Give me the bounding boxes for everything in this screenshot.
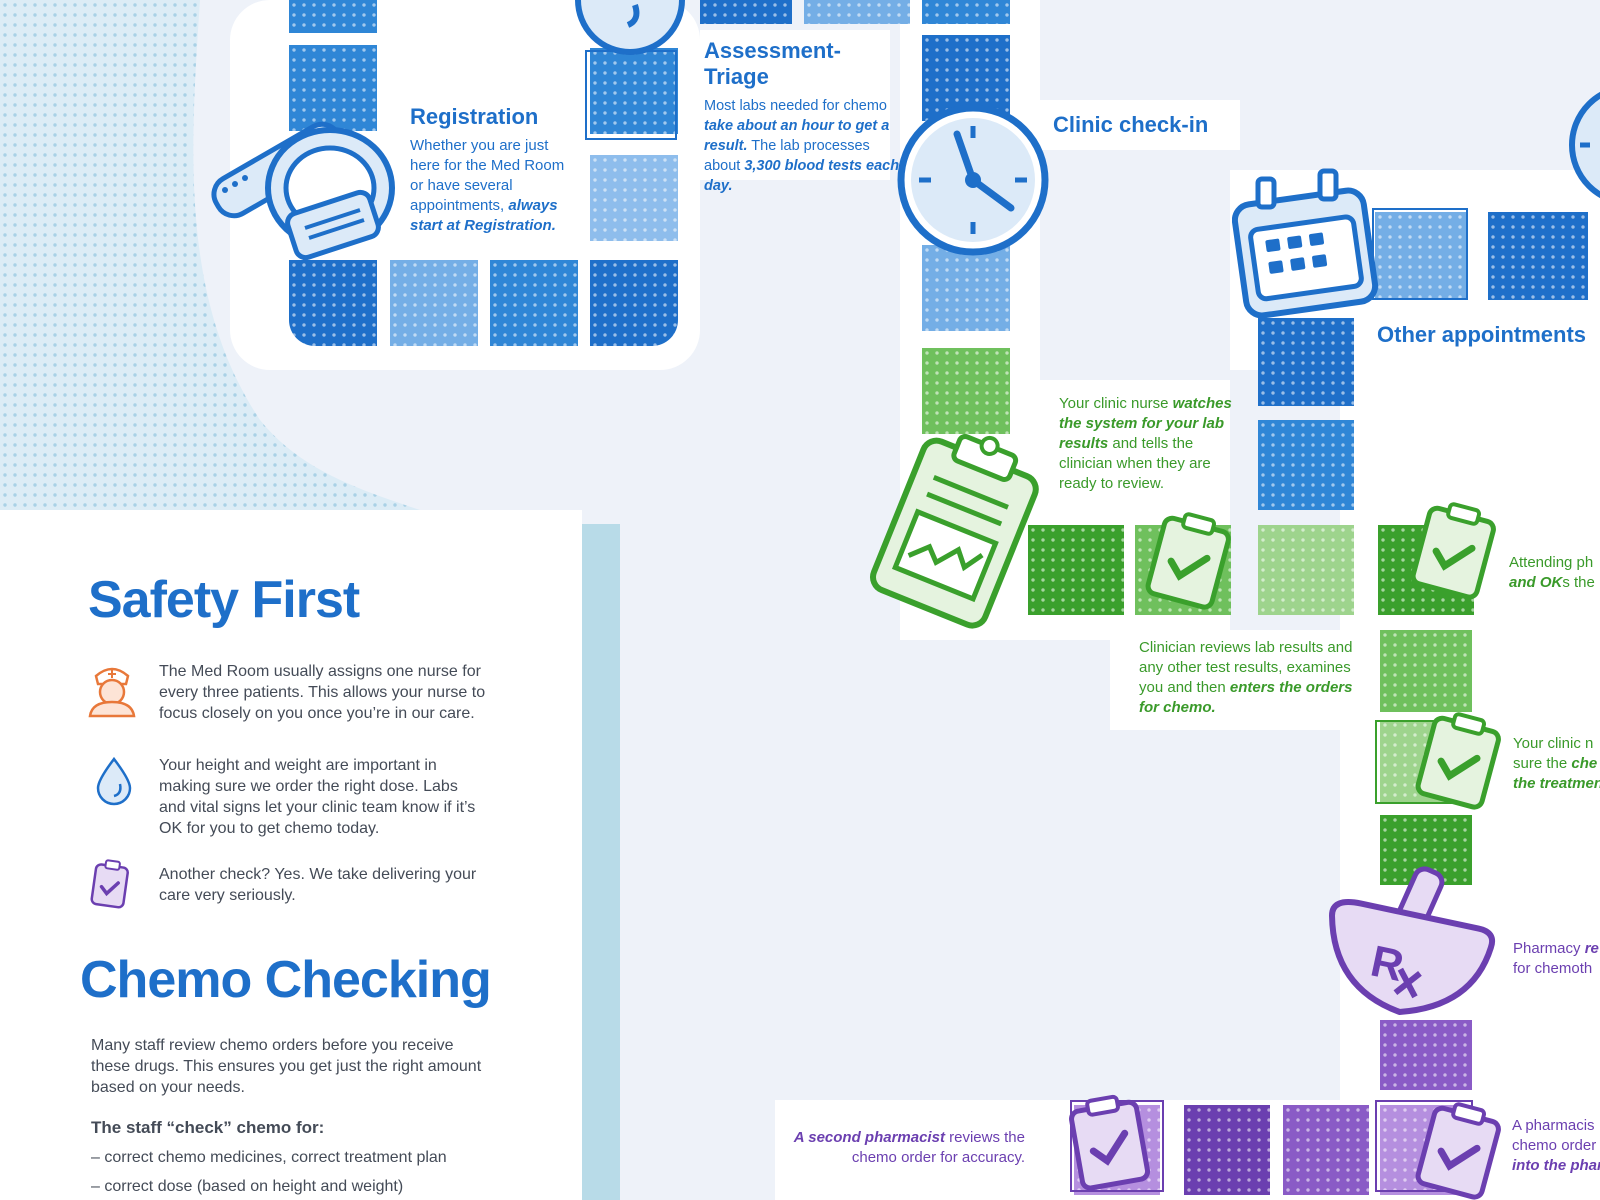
mortar-pestle-icon: R [1329,866,1496,1015]
clipboard-chart-icon [870,434,1039,629]
clock-icon-partial [575,0,685,55]
board-tile [390,260,478,346]
wristband-icon [211,121,395,261]
board-path-clinician [1110,630,1360,730]
clinic-nurse-sure-block: Your clinic n sure the che the treatmen [1513,734,1600,794]
nurse-watch-text: Your clinic nurse [1059,395,1173,412]
a-pharmacist-text-2: chemo order [1512,1137,1597,1154]
check-item: – correct chemo medicines, correct treat… [91,1149,447,1166]
safety-item-text: Another check? Yes. We take delivering y… [159,866,477,904]
nurse-watch-text-2: and tells the clinician when they are re… [1059,435,1211,492]
clinic-nurse-sure-text: Your clinic n [1513,735,1594,752]
pharmacy-text: Pharmacy [1513,940,1585,957]
clipboard-check-icon [90,859,129,909]
water-drop-icon [96,756,132,806]
clinician-emphasis: enters the orders for chemo. [1139,679,1353,716]
clipboard-check-icon [1415,1102,1501,1200]
clipboard-check-icon [1069,1094,1151,1191]
registration-text-emphasis: always start at Registration. [410,197,558,234]
clipboard-check-icon [1415,712,1501,810]
clipboard-check-icon [1145,512,1231,610]
safety-item-text: The Med Room usually assigns one nurse f… [159,663,486,722]
board-tile [1258,420,1354,510]
tile-outline [585,50,677,140]
second-pharmacist-emphasis: A second pharmacist [793,1129,945,1146]
registration-block: Registration Whether you are just here f… [410,104,580,236]
board-tile [289,0,377,33]
clinic-nurse-sure-emphasis: che [1571,755,1598,772]
pharmacy-block: Pharmacy re for chemoth [1513,939,1600,979]
board-tile [1258,318,1354,406]
pharmacy-emphasis: re [1584,940,1599,957]
board-tile [1380,1020,1472,1090]
clinic-nurse-sure-emphasis-2: the treatmen [1513,775,1600,792]
board-tile [1380,630,1472,712]
board-path-checkin [1040,100,1240,150]
attending-text: Attending ph [1509,554,1594,571]
attending-emphasis: and OK [1509,574,1563,591]
board-tile [804,0,910,24]
clock-icon [897,104,1049,256]
dotted-background-area [0,0,420,510]
board-tile [922,0,1010,24]
check-item: – correct dose (based on height and weig… [91,1178,404,1195]
nurse-watch-block: Your clinic nurse watches the system for… [1059,394,1239,494]
attending-block: Attending ph and OKs the [1509,553,1600,593]
pharmacy-text-2: for chemoth [1513,960,1593,977]
panel-accent-bar [582,524,620,1200]
clipboard-check-icon [1410,502,1496,600]
clock-icon-partial [1569,91,1600,199]
second-pharmacist-text: reviews the chemo order for accuracy. [851,1129,1025,1166]
other-appointments-title: Other appointments [1377,322,1587,347]
info-panel [0,510,582,1200]
assessment-text: Most labs needed for chemo [704,98,887,114]
board-tile [1184,1105,1270,1195]
a-pharmacist-block: A pharmacis chemo order into the phar [1512,1116,1600,1176]
board-tile [590,260,678,346]
board-tile [590,48,678,134]
check-heading: The staff “check” chemo for: [91,1118,325,1137]
board-tile [1375,212,1467,300]
attending-text-2: s the [1562,574,1595,591]
a-pharmacist-text: A pharmacis [1512,1117,1595,1134]
assessment-text-emphasis-2: 3,300 blood tests each day. [704,158,900,194]
registration-text: Whether you are just here for the Med Ro… [410,137,565,214]
board-tile [922,348,1010,434]
clinician-block: Clinician reviews lab results and any ot… [1139,638,1354,718]
board-path-assessment [700,30,890,180]
board-tile [1028,525,1124,615]
assessment-title: Assessment-Triage [704,38,841,89]
board-tile [289,45,377,131]
board-tile [289,260,377,346]
board-tile [700,0,792,24]
assessment-text-2: The lab processes about [704,138,870,174]
chemo-intro-text: Many staff review chemo orders before yo… [91,1037,482,1096]
nurse-watch-emphasis: watches the system for your lab results [1059,395,1232,452]
clinic-checkin-title: Clinic check-in [1053,112,1209,137]
registration-title: Registration [410,104,539,129]
assessment-text-emphasis: take about an hour to get a result. [704,118,890,154]
tile-outline [1372,208,1468,300]
clinician-text: Clinician reviews lab results and any ot… [1139,639,1353,696]
board-tile [1488,212,1588,300]
board-tile [1258,525,1354,615]
second-pharmacist-block: A second pharmacist reviews the chemo or… [790,1128,1025,1168]
safety-first-title: Safety First [88,571,360,629]
calendar-icon [1232,168,1379,319]
assessment-block: Assessment-Triage Most labs needed for c… [704,38,904,196]
clinic-nurse-sure-text-2: sure the [1513,755,1572,772]
board-tile [1283,1105,1369,1195]
board-tile [490,260,578,346]
chemo-checking-title: Chemo Checking [80,951,492,1009]
a-pharmacist-emphasis: into the phar [1512,1157,1600,1174]
safety-item-text: Your height and weight are important in … [159,757,476,837]
nurse-icon [88,667,136,718]
board-tile [590,155,678,241]
board-tile [922,245,1010,331]
